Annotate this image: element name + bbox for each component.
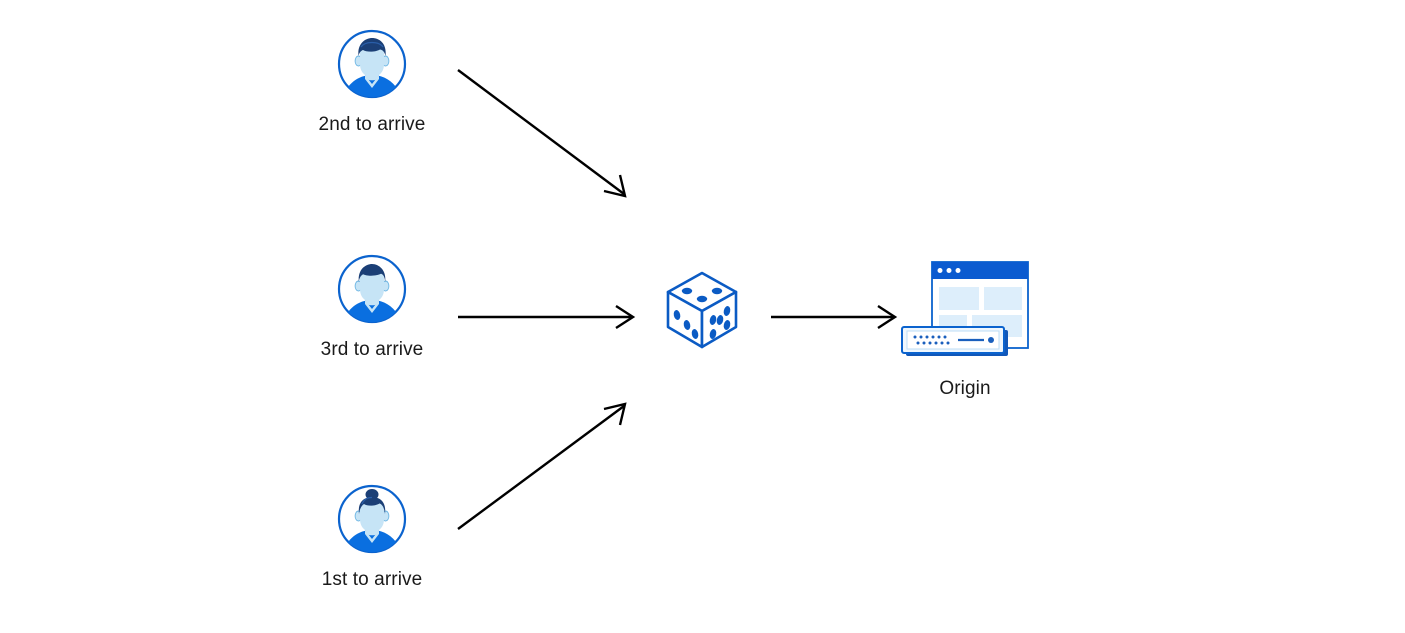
client-label-second: 2nd to arrive <box>318 114 426 135</box>
origin-label: Origin <box>939 378 991 399</box>
client-label-first: 1st to arrive <box>321 569 423 590</box>
arrow-third-to-dice <box>458 304 636 330</box>
arrow-dice-to-origin <box>771 304 898 330</box>
user-avatar-short-hair-icon <box>337 254 407 324</box>
client-label-third: 3rd to arrive <box>320 339 424 360</box>
user-avatar-short-hair-icon <box>337 29 407 99</box>
server-device <box>901 326 1008 356</box>
client-node-third[interactable]: 3rd to arrive <box>321 253 423 360</box>
user-avatar-bun-hair-icon <box>337 484 407 554</box>
randomizer-node-dice[interactable] <box>660 268 744 352</box>
client-node-second[interactable]: 2nd to arrive <box>319 28 425 135</box>
origin-node[interactable]: Origin <box>896 258 1036 399</box>
client-node-first[interactable]: 1st to arrive <box>322 483 422 590</box>
origin-server-browser-icon <box>901 261 1029 356</box>
dice-cube-icon <box>666 271 738 349</box>
arrow-first-to-dice <box>457 402 627 530</box>
